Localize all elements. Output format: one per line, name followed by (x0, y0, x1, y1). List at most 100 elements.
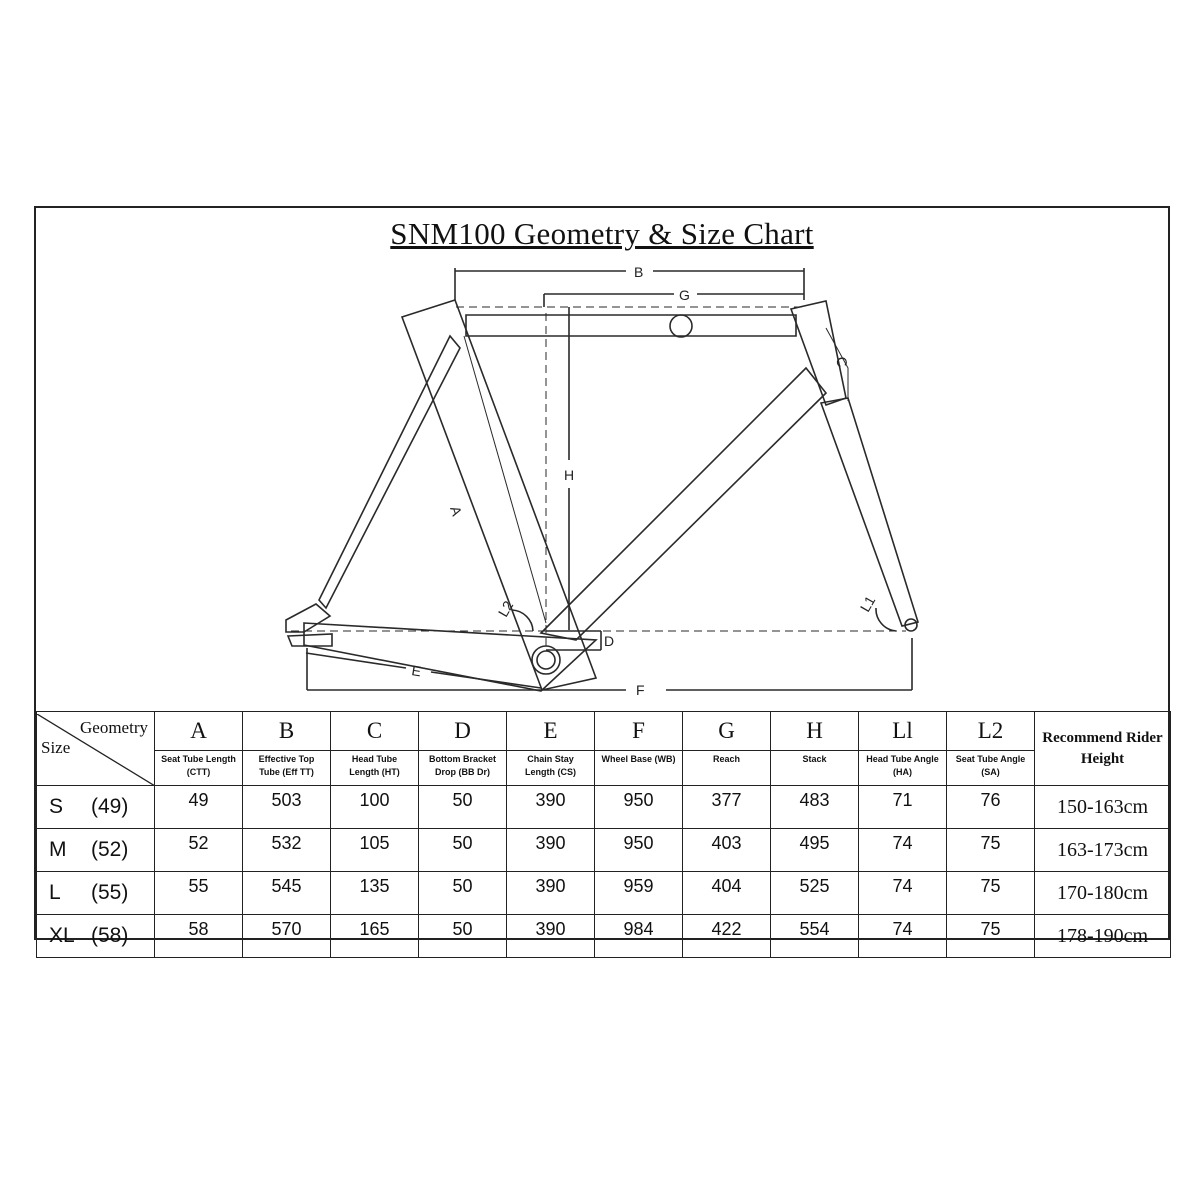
label-l1: L1 (857, 593, 879, 615)
value-cell: 75 (946, 914, 1035, 958)
bottom-bracket (531, 645, 561, 675)
value-cell: 483 (770, 785, 859, 829)
col-letter-a: A (154, 711, 243, 751)
col-desc-h: Stack (770, 750, 859, 786)
label-a: A (447, 504, 465, 518)
size-cell: L(55) (36, 871, 155, 915)
table-row: M(52) 52 532 105 50 390 950 403 495 74 7… (36, 828, 1171, 872)
rider-height-cell: 178-190cm (1034, 914, 1171, 958)
label-b: B (634, 264, 643, 280)
label-e: E (411, 662, 423, 679)
col-letter-g: G (682, 711, 771, 751)
col-letter-l1: Ll (858, 711, 947, 751)
value-cell: 950 (594, 785, 683, 829)
rider-height-cell: 163-173cm (1034, 828, 1171, 872)
label-h: H (564, 467, 574, 483)
rear-dropout (285, 603, 332, 633)
corner-size-label: Size (41, 737, 71, 757)
col-letter-b: B (242, 711, 331, 751)
label-f: F (636, 682, 645, 698)
size-cell: XL(58) (36, 914, 155, 958)
col-letter-e: E (506, 711, 595, 751)
value-cell: 532 (242, 828, 331, 872)
value-cell: 75 (946, 871, 1035, 915)
col-desc-l1: Head Tube Angle(HA) (858, 750, 947, 786)
value-cell: 404 (682, 871, 771, 915)
front-axle (904, 618, 918, 632)
head-angle-arc (875, 607, 897, 632)
value-cell: 950 (594, 828, 683, 872)
value-cell: 50 (418, 828, 507, 872)
value-cell: 58 (154, 914, 243, 958)
value-cell: 49 (154, 785, 243, 829)
rider-height-cell: 170-180cm (1034, 871, 1171, 915)
value-cell: 503 (242, 785, 331, 829)
value-cell: 76 (946, 785, 1035, 829)
value-cell: 135 (330, 871, 419, 915)
value-cell: 74 (858, 871, 947, 915)
size-cell: M(52) (36, 828, 155, 872)
value-cell: 377 (682, 785, 771, 829)
col-desc-l2: Seat Tube Angle(SA) (946, 750, 1035, 786)
value-cell: 74 (858, 828, 947, 872)
value-cell: 165 (330, 914, 419, 958)
value-cell: 74 (858, 914, 947, 958)
value-cell: 545 (242, 871, 331, 915)
value-cell: 100 (330, 785, 419, 829)
fork (819, 397, 920, 627)
geometry-sheet: SNM100 Geometry & Size Chart (34, 206, 1171, 958)
label-c: C (833, 355, 851, 368)
value-cell: 390 (506, 828, 595, 872)
value-cell: 50 (418, 871, 507, 915)
value-cell: 390 (506, 785, 595, 829)
col-desc-g: Reach (682, 750, 771, 786)
value-cell: 422 (682, 914, 771, 958)
top-tube (465, 314, 797, 337)
value-cell: 495 (770, 828, 859, 872)
top-tube-port (669, 314, 693, 338)
label-d: D (604, 633, 614, 649)
rider-height-cell: 150-163cm (1034, 785, 1171, 829)
col-desc-a: Seat Tube Length(CTT) (154, 750, 243, 786)
value-cell: 554 (770, 914, 859, 958)
label-g: G (679, 287, 690, 303)
chain-stay (303, 622, 598, 692)
value-cell: 50 (418, 785, 507, 829)
table-row: S(49) 49 503 100 50 390 950 377 483 71 7… (36, 785, 1171, 829)
value-cell: 403 (682, 828, 771, 872)
head-tube (789, 300, 847, 407)
value-cell: 390 (506, 914, 595, 958)
down-tube (539, 366, 828, 641)
value-cell: 525 (770, 871, 859, 915)
table-row: L(55) 55 545 135 50 390 959 404 525 74 7… (36, 871, 1171, 915)
frame-diagram: B G C H A L2 L1 D E F (285, 264, 920, 698)
value-cell: 570 (242, 914, 331, 958)
recommend-height-header: Recommend Rider Height (1034, 711, 1171, 786)
corner-geometry-label: Geometry (80, 717, 148, 737)
value-cell: 52 (154, 828, 243, 872)
size-table: Geometry Size A B C D E F G H Ll L2 Reco… (36, 711, 1171, 958)
seat-stay (318, 334, 461, 610)
col-desc-f: Wheel Base (WB) (594, 750, 683, 786)
seat-angle-arc (511, 609, 534, 632)
corner-cell: Geometry Size (36, 711, 155, 786)
value-cell: 50 (418, 914, 507, 958)
col-letter-d: D (418, 711, 507, 751)
col-letter-l2: L2 (946, 711, 1035, 751)
value-cell: 959 (594, 871, 683, 915)
value-cell: 390 (506, 871, 595, 915)
page-title: SNM100 Geometry & Size Chart (390, 216, 814, 251)
value-cell: 55 (154, 871, 243, 915)
value-cell: 71 (858, 785, 947, 829)
seat-tube (400, 299, 598, 691)
size-cell: S(49) (36, 785, 155, 829)
label-l2: L2 (495, 598, 517, 620)
col-letter-f: F (594, 711, 683, 751)
table-row: XL(58) 58 570 165 50 390 984 422 554 74 … (36, 914, 1171, 958)
value-cell: 984 (594, 914, 683, 958)
col-letter-h: H (770, 711, 859, 751)
